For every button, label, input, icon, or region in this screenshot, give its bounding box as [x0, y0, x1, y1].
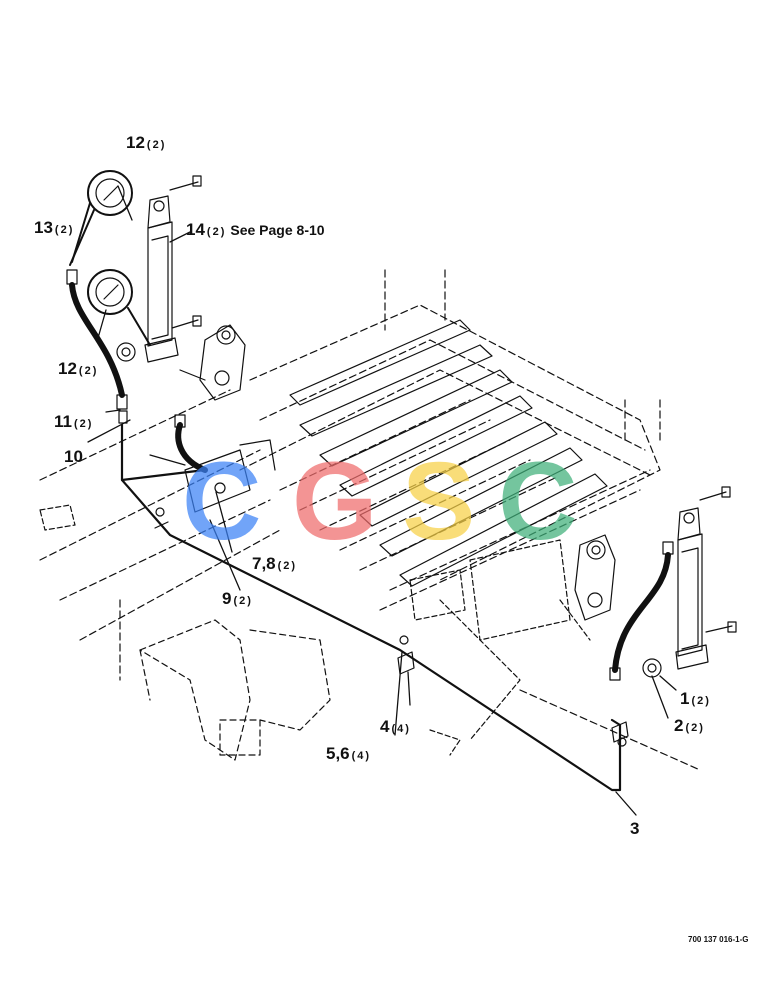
hose-fittings: [66, 269, 674, 681]
callout-quantity: (2): [685, 722, 705, 734]
watermark-letter-c-1: C: [182, 440, 262, 563]
callout-3: 3: [630, 820, 639, 837]
callout-12-top: 12(2): [126, 134, 166, 151]
callout-4: 4(4): [380, 718, 411, 735]
callout-number: 10: [64, 447, 83, 466]
callout-see-page-note: See Page 8-10: [230, 222, 325, 238]
callout-quantity: (4): [391, 723, 411, 735]
callout-5-6: 5,6(4): [326, 745, 371, 762]
watermark-letter-s: S: [402, 440, 476, 563]
callout-number: 13: [34, 218, 53, 237]
pivot-mount-left: [179, 324, 246, 401]
callout-14: 14(2)See Page 8-10: [186, 221, 325, 238]
watermark-letter-g: G: [292, 440, 378, 563]
callout-13: 13(2): [34, 219, 74, 236]
callout-number: 4: [380, 717, 390, 736]
callout-quantity: (2): [277, 560, 298, 572]
callout-number: 3: [630, 819, 640, 838]
watermark-letter-c-2: C: [498, 440, 578, 563]
callout-9: 9(2): [222, 590, 253, 607]
callout-number: 12: [126, 133, 145, 152]
callout-number: 12: [58, 359, 77, 378]
callout-quantity: (2): [691, 695, 711, 707]
callout-number: 7,8: [252, 554, 276, 573]
callout-10: 10: [64, 448, 83, 465]
callout-12-bottom: 12(2): [58, 360, 98, 377]
callout-quantity: (2): [233, 595, 253, 607]
callout-11: 11(2): [54, 413, 93, 430]
hydraulic-cylinder-right: [642, 486, 737, 678]
tube-clamps: [154, 507, 629, 747]
callout-number: 2: [674, 716, 684, 735]
hydraulic-cylinder-left: [116, 175, 202, 363]
lower-left-frame: [139, 619, 331, 761]
callout-number: 11: [54, 412, 72, 431]
pivot-mount-right: [574, 534, 616, 621]
callout-number: 1: [680, 689, 690, 708]
hydraulic-hoses: [69, 282, 671, 673]
callout-quantity: (2): [54, 224, 75, 236]
callout-number: 5,6: [326, 744, 350, 763]
detail-callout-circles: [69, 170, 151, 346]
leader-lines: [87, 185, 677, 816]
callout-1: 1(2): [680, 690, 711, 707]
callout-quantity: (2): [146, 139, 167, 151]
callout-number: 9: [222, 589, 232, 608]
hydraulic-tube: [120, 423, 622, 792]
callout-number: 14: [186, 220, 205, 239]
callout-7-8: 7,8(2): [252, 555, 297, 572]
bed-slats: [289, 319, 608, 587]
callout-quantity: (2): [78, 365, 99, 377]
callout-2: 2(2): [674, 717, 705, 734]
figure-number: 700 137 016-1-G: [688, 935, 749, 944]
callout-quantity: (2): [73, 418, 94, 430]
callout-quantity: (2): [206, 226, 227, 238]
callout-quantity: (4): [351, 750, 372, 762]
valve-block: [149, 439, 276, 513]
support-brackets: [39, 504, 591, 756]
